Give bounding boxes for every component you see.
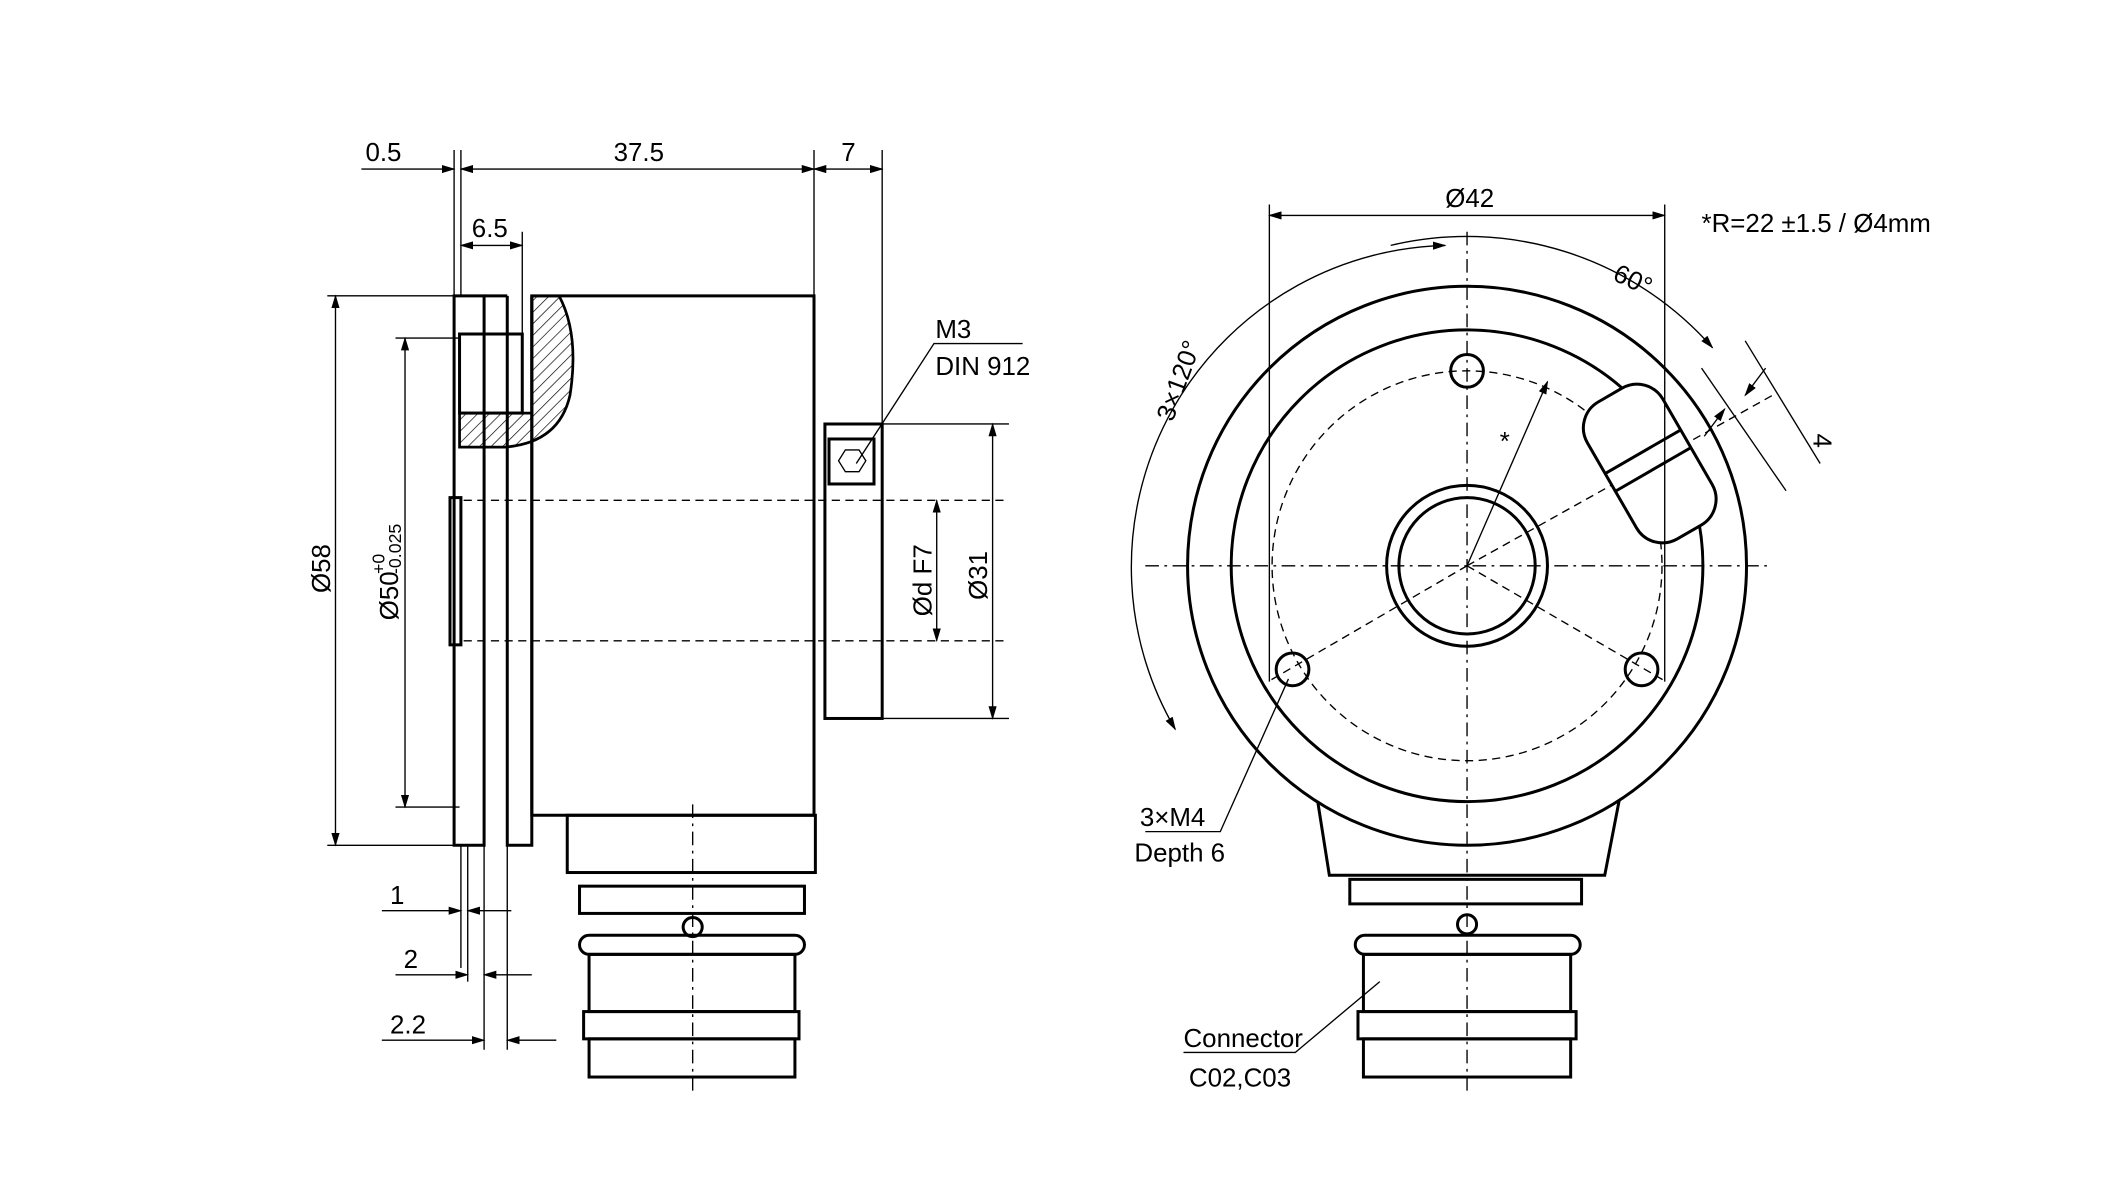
connector-types: C02,C03 xyxy=(1189,1065,1291,1093)
front-view: Ø42 *R=22 ±1.5 / Ø4mm 60° 3×120° * 4 3×M… xyxy=(1130,185,1931,1093)
dim-1: 1 xyxy=(390,882,404,910)
screw-label-m3: M3 xyxy=(935,316,971,344)
dim-shaft-fit: Ød F7 xyxy=(909,544,937,616)
angle-3x120: 3×120° xyxy=(1152,337,1207,425)
dim-dia31: Ø31 xyxy=(965,551,993,600)
dim-37-5: 37.5 xyxy=(614,139,664,167)
radius-marker: * xyxy=(1500,428,1510,456)
mounting-hole xyxy=(1623,651,1660,688)
holes-label-depth: Depth 6 xyxy=(1134,840,1225,868)
dim-4: 4 xyxy=(1807,434,1835,448)
dim-6-5: 6.5 xyxy=(472,215,508,243)
tether-note: *R=22 ±1.5 / Ø4mm xyxy=(1702,210,1931,238)
dim-dia50-tol-upper: +0 xyxy=(369,554,389,574)
flange-section-hatch xyxy=(458,294,575,449)
torque-tether xyxy=(1581,382,1718,545)
clamp-screw-icon xyxy=(827,437,876,486)
connector-label: Connector xyxy=(1183,1025,1303,1053)
angle-60: 60° xyxy=(1609,260,1656,302)
dim-dia50-tol-lower: -0.025 xyxy=(385,524,405,574)
dim-dia50: Ø50 xyxy=(376,571,404,620)
connector-housing xyxy=(1315,797,1622,877)
dim-2-2: 2.2 xyxy=(390,1011,426,1039)
dim-0-5: 0.5 xyxy=(365,139,401,167)
side-view: 0.5 37.5 7 6.5 Ø58 Ø50 +0 -0.025 Ød F7 Ø… xyxy=(308,139,1030,1091)
dim-dia58: Ø58 xyxy=(308,544,336,593)
dim-dia42: Ø42 xyxy=(1445,185,1494,213)
screw-label-din912: DIN 912 xyxy=(935,353,1030,381)
clamp-ring xyxy=(823,422,884,720)
housing-body xyxy=(530,294,816,817)
dim-2: 2 xyxy=(404,946,418,974)
flange xyxy=(452,294,534,847)
dim-7: 7 xyxy=(841,139,855,167)
holes-label-thread: 3×M4 xyxy=(1140,804,1206,832)
connector-base xyxy=(565,813,817,875)
